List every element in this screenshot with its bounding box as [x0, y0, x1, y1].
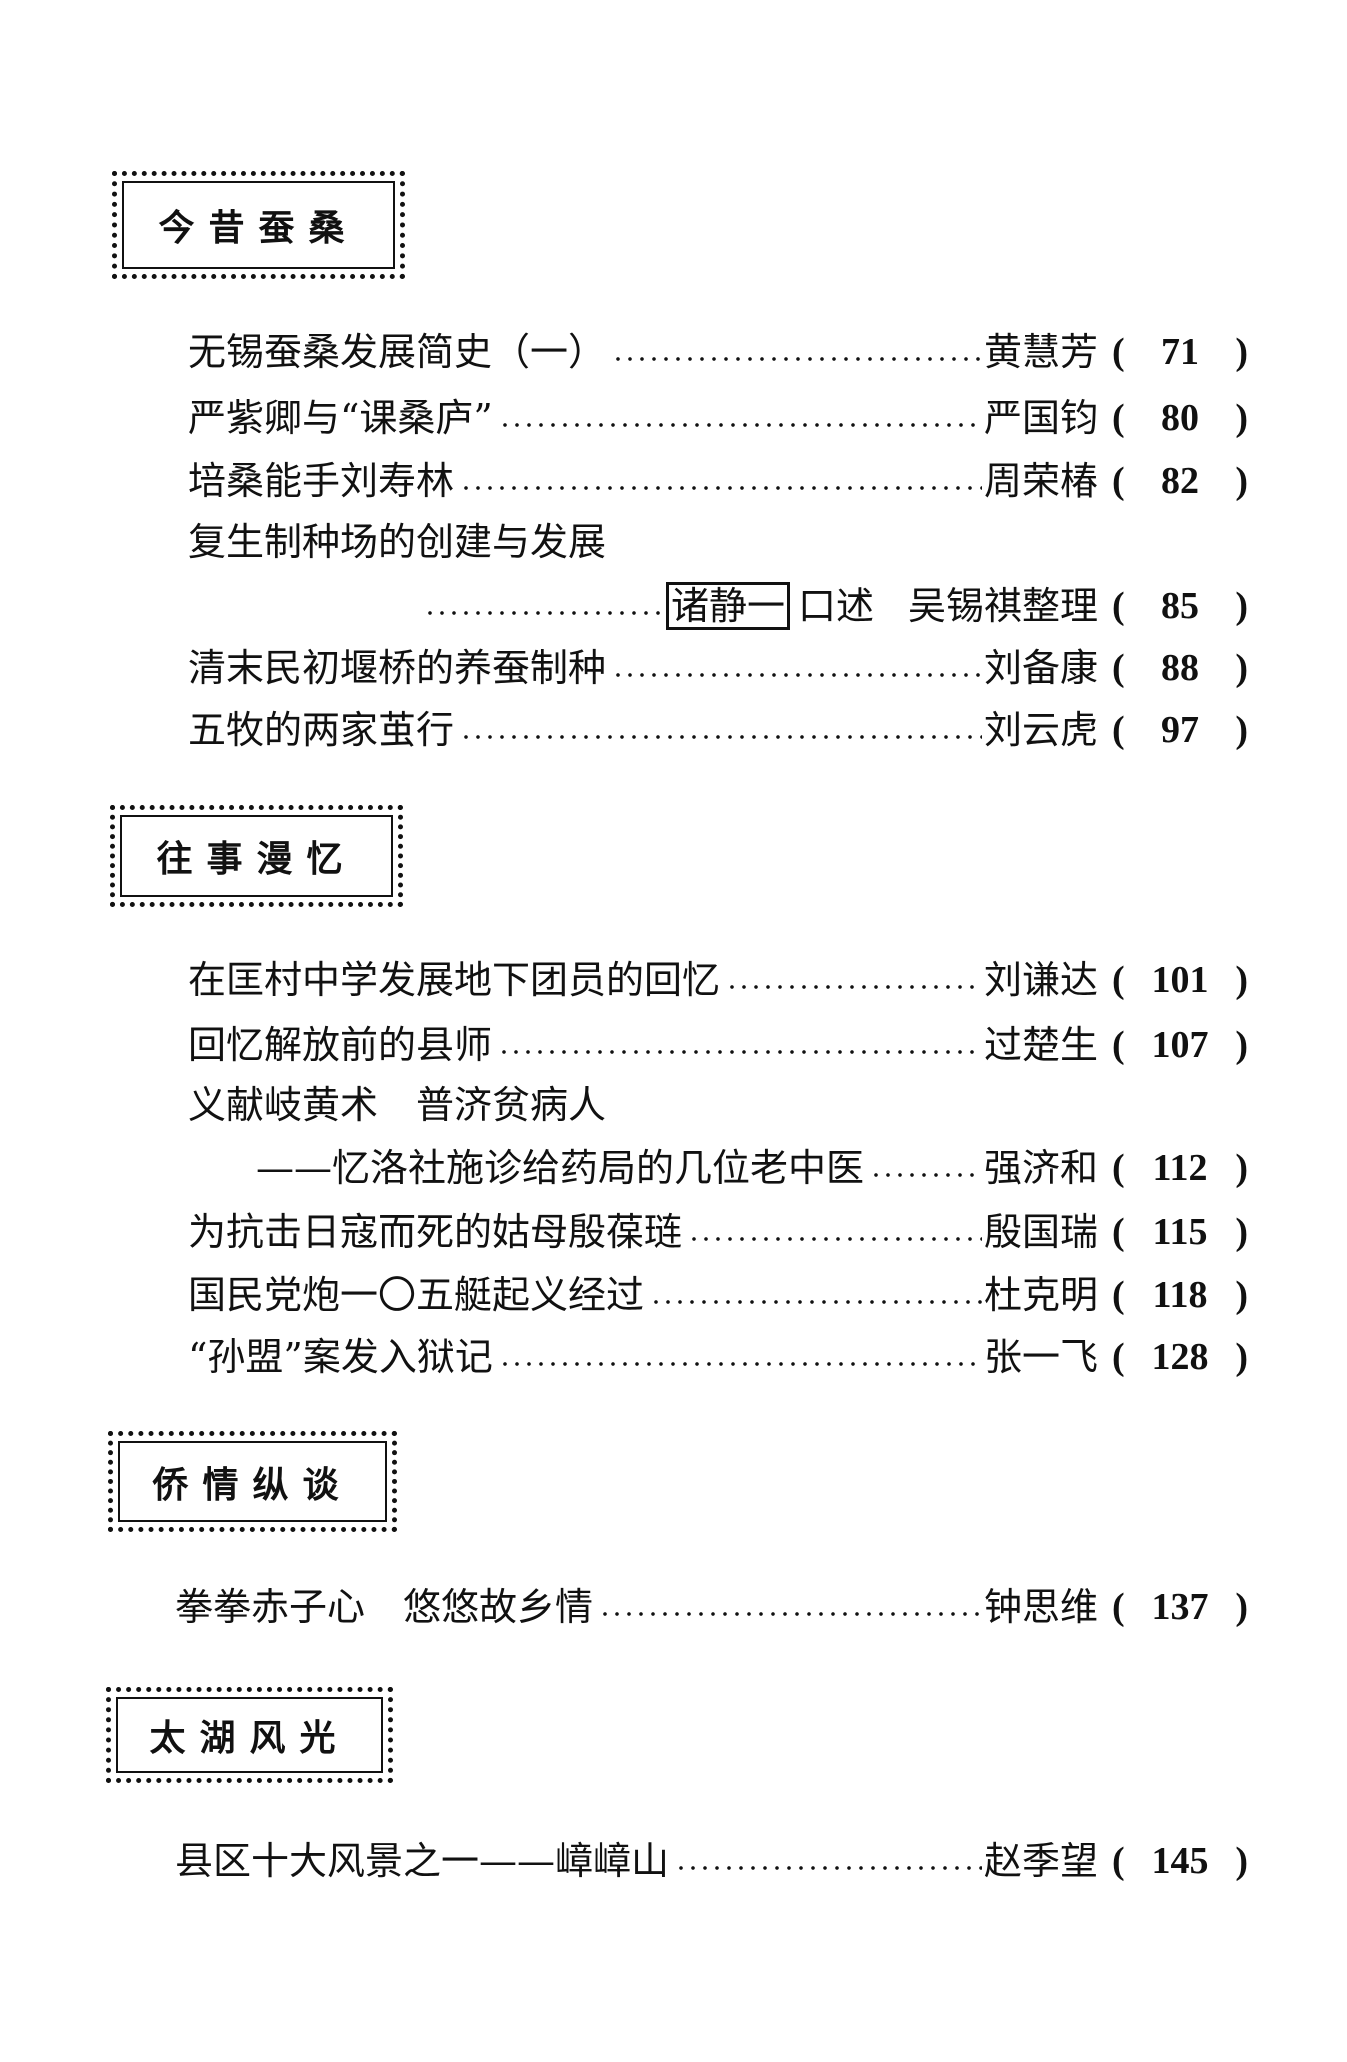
entry-author: 强济和 — [983, 1146, 1098, 1190]
section-heading: 太湖风光 — [149, 1718, 350, 1759]
dot-leader — [498, 1360, 982, 1368]
entry-page: (145) — [1112, 1840, 1248, 1882]
entry-title: 回忆解放前的县师 — [188, 1023, 493, 1067]
toc-entry[interactable]: 义献岐黄术 普济贫病人 — [188, 1079, 1248, 1131]
section-heading-box: 今昔蚕桑 — [112, 171, 405, 279]
section-heading: 侨情纵谈 — [152, 1464, 353, 1506]
entry-title: “孙盟”案发入狱记 — [188, 1335, 493, 1379]
toc-entry[interactable]: 在匡村中学发展地下团员的回忆 刘谦达 (101) — [188, 954, 1248, 1006]
entry-subtitle: ——忆洛社施诊给药局的几位老中医 — [256, 1146, 865, 1190]
toc-entry[interactable]: 为抗击日寇而死的姑母殷葆琏 殷国瑞 (115) — [188, 1206, 1248, 1258]
section-heading: 往事漫忆 — [156, 839, 357, 880]
section-heading: 今昔蚕桑 — [158, 208, 359, 249]
entry-page: (85) — [1112, 585, 1248, 627]
toc-entry[interactable]: “孙盟”案发入狱记 张一飞 (128) — [188, 1331, 1248, 1383]
dot-leader — [612, 671, 982, 679]
toc-entry[interactable]: 清末民初堰桥的养蚕制种 刘备康 (88) — [188, 642, 1248, 694]
dot-leader — [424, 609, 664, 617]
dot-leader — [870, 1171, 982, 1179]
entry-title: 为抗击日寇而死的姑母殷葆琏 — [188, 1210, 683, 1254]
toc-entry[interactable]: 县区十大风景之一——嶂嶂山 赵季望 (145) — [175, 1835, 1248, 1887]
entry-title: 县区十大风景之一——嶂嶂山 — [175, 1839, 670, 1883]
entry-author: 黄慧芳 — [983, 330, 1098, 374]
section-heading-box: 往事漫忆 — [110, 805, 403, 907]
entry-page: (118) — [1112, 1274, 1248, 1316]
entry-title: 国民党炮一〇五艇起义经过 — [188, 1273, 645, 1317]
entry-page: (71) — [1112, 331, 1248, 373]
toc-entry[interactable]: 拳拳赤子心 悠悠故乡情 钟思维 (137) — [175, 1581, 1248, 1633]
dot-leader — [675, 1864, 982, 1872]
entry-author: 刘备康 — [983, 646, 1098, 690]
toc-entry[interactable]: 复生制种场的创建与发展 — [188, 516, 1248, 568]
dot-leader — [726, 983, 982, 991]
entry-title: 在匡村中学发展地下团员的回忆 — [188, 958, 721, 1002]
entry-author: 过楚生 — [983, 1023, 1098, 1067]
entry-author: 杜克明 — [983, 1273, 1098, 1317]
section-heading-box: 太湖风光 — [106, 1687, 393, 1783]
dot-leader — [599, 1610, 982, 1618]
toc-entry[interactable]: 国民党炮一〇五艇起义经过 杜克明 (118) — [188, 1269, 1248, 1321]
dot-leader — [688, 1235, 982, 1243]
toc-entry[interactable]: 回忆解放前的县师 过楚生 (107) — [188, 1019, 1248, 1071]
entry-author: 严国钧 — [983, 396, 1098, 440]
entry-narrator: 诸静一 — [665, 582, 790, 630]
dot-leader — [612, 355, 982, 363]
entry-title: 五牧的两家茧行 — [188, 708, 455, 752]
entry-page: (80) — [1112, 397, 1248, 439]
entry-narrator-role: 口述 — [797, 584, 874, 628]
entry-page: (115) — [1112, 1211, 1248, 1253]
entry-page: (107) — [1112, 1024, 1248, 1066]
entry-author: 吴锡祺整理 — [907, 584, 1098, 628]
toc-entry[interactable]: 培桑能手刘寿林 周荣椿 (82) — [188, 455, 1248, 507]
toc-entry[interactable]: 无锡蚕桑发展简史（一） 黄慧芳 (71) — [188, 326, 1248, 378]
entry-author: 殷国瑞 — [983, 1210, 1098, 1254]
dot-leader — [460, 484, 982, 492]
entry-title: 清末民初堰桥的养蚕制种 — [188, 646, 607, 690]
entry-page: (137) — [1112, 1586, 1248, 1628]
entry-title: 拳拳赤子心 悠悠故乡情 — [175, 1585, 594, 1629]
dot-leader — [498, 421, 982, 429]
entry-author: 钟思维 — [983, 1585, 1098, 1629]
toc-entry[interactable]: 五牧的两家茧行 刘云虎 (97) — [188, 704, 1248, 756]
entry-title: 义献岐黄术 普济贫病人 — [188, 1083, 607, 1127]
entry-title: 培桑能手刘寿林 — [188, 459, 455, 503]
entry-title: 无锡蚕桑发展简史（一） — [188, 330, 607, 374]
entry-page: (82) — [1112, 460, 1248, 502]
entry-author: 周荣椿 — [983, 459, 1098, 503]
entry-author: 刘谦达 — [983, 958, 1098, 1002]
entry-page: (101) — [1112, 959, 1248, 1001]
toc-entry[interactable]: 严紫卿与“课桑庐” 严国钧 (80) — [188, 392, 1248, 444]
entry-title: 复生制种场的创建与发展 — [188, 520, 607, 564]
section-heading-box: 侨情纵谈 — [108, 1431, 397, 1532]
entry-page: (97) — [1112, 709, 1248, 751]
toc-entry-continuation[interactable]: 诸静一 口述 吴锡祺整理 (85) — [418, 580, 1248, 632]
dot-leader — [460, 733, 982, 741]
entry-page: (88) — [1112, 647, 1248, 689]
entry-author: 张一飞 — [983, 1335, 1098, 1379]
entry-page: (112) — [1112, 1147, 1248, 1189]
toc-entry-continuation[interactable]: ——忆洛社施诊给药局的几位老中医 强济和 (112) — [256, 1142, 1248, 1194]
dot-leader — [650, 1298, 982, 1306]
dot-leader — [498, 1048, 982, 1056]
entry-author: 赵季望 — [983, 1839, 1098, 1883]
entry-title: 严紫卿与“课桑庐” — [188, 396, 493, 440]
entry-author: 刘云虎 — [983, 708, 1098, 752]
entry-page: (128) — [1112, 1336, 1248, 1378]
